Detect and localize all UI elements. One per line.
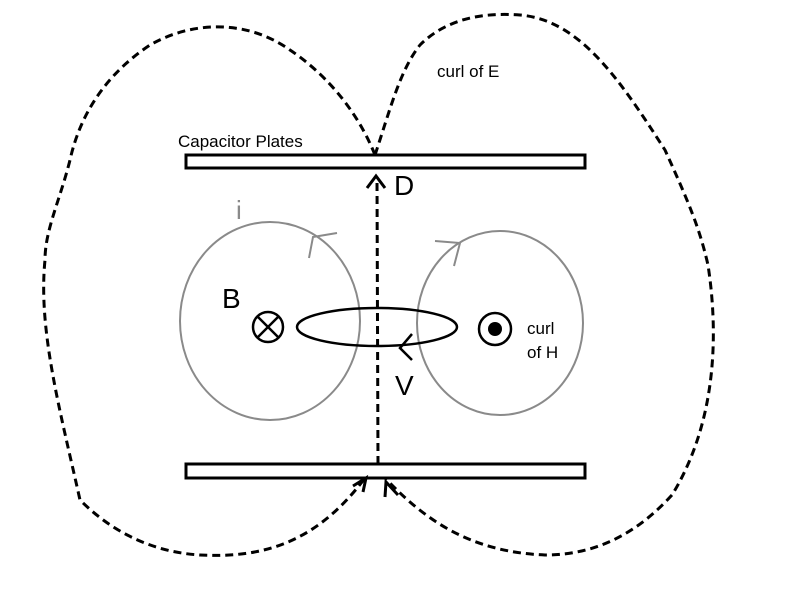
- top-capacitor-plate: [184, 153, 587, 170]
- displacement-vector-d: [375, 177, 380, 465]
- curl-h-label-line1: curl: [527, 319, 554, 338]
- curl-e-right-loop: [373, 12, 715, 557]
- d-arrowhead: [365, 173, 387, 189]
- curl-e-label: curl of E: [437, 62, 499, 81]
- out-of-page-symbol: [477, 311, 513, 347]
- d-label: D: [394, 170, 414, 201]
- curl-h-label-line2: of H: [527, 343, 558, 362]
- capacitor-plates-label: Capacitor Plates: [178, 132, 303, 151]
- right-loop-arrowhead: [434, 240, 462, 267]
- out-of-page-dot: [488, 322, 502, 336]
- magnetic-field-b-label: B: [222, 283, 241, 314]
- bottom-capacitor-plate: [184, 462, 587, 480]
- voltage-loop-arrowhead: [398, 333, 413, 361]
- left-loop-arrowhead: [308, 232, 338, 259]
- left-current-loop: [179, 221, 361, 421]
- bottom-right-arrowhead: [383, 478, 400, 498]
- voltage-v-label: V: [395, 370, 414, 401]
- voltage-loop: [295, 306, 459, 348]
- bottom-left-arrowhead: [352, 474, 369, 493]
- into-page-symbol: [251, 310, 285, 344]
- current-i-label: i: [236, 195, 242, 225]
- into-page-cross-b: [257, 316, 279, 338]
- right-current-loop: [416, 230, 584, 416]
- curl-e-left-loop: [42, 25, 377, 557]
